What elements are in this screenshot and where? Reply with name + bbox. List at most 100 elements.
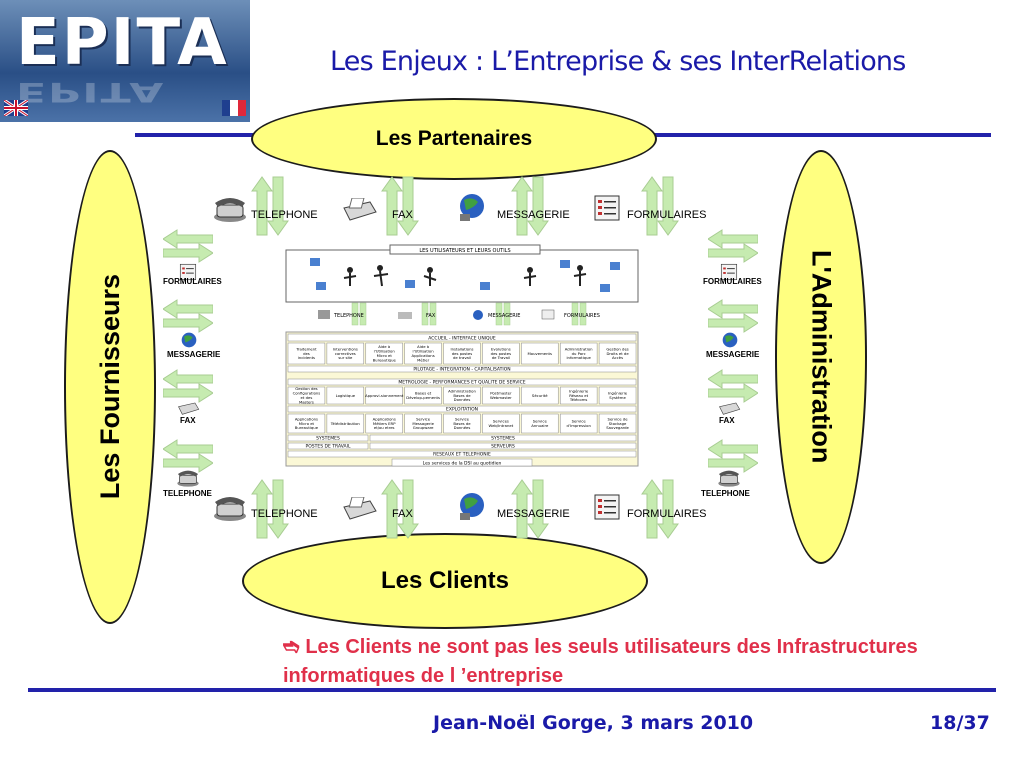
- logo-text: EPITA: [16, 6, 229, 80]
- postes-band: POSTES DE TRAVAIL: [306, 444, 351, 450]
- metrologie-cell: [598, 386, 637, 405]
- accueil-cell: [404, 342, 442, 365]
- exploitation-cell: [326, 413, 365, 434]
- metrologie-cell: [559, 386, 598, 405]
- france-flag-icon[interactable]: [222, 100, 246, 116]
- left-label-fax: FAX: [180, 416, 196, 425]
- inner-channel-forms: FORMULAIRES: [564, 313, 600, 319]
- fax-icon: [343, 198, 377, 221]
- dsi-caption: Les services de la DSI au quotidien: [423, 461, 502, 467]
- top-channel-fax: FAX: [392, 209, 413, 221]
- clients-label: Les Clients: [380, 567, 510, 594]
- exploitation-cell: [287, 413, 326, 434]
- accueil-cell: [287, 342, 326, 365]
- inner-channel-fax: FAX: [426, 313, 436, 319]
- metrologie-cell: [482, 386, 520, 405]
- metrologie-cell: [443, 386, 481, 405]
- bottom-divider: [28, 688, 996, 692]
- users-header: LES UTILISATEURS ET LEURS OUTILS: [419, 248, 510, 254]
- accueil-cell: [559, 342, 598, 365]
- footer-author: Jean-Noël Gorge, 3 mars 2010: [433, 712, 754, 734]
- metrologie-cell-label: Approvi-sionnement: [365, 393, 404, 398]
- top-channel-telephone: TELEPHONE: [251, 209, 318, 221]
- logo-reflection: EPITA: [16, 76, 166, 107]
- metrologie-cell-label: Logistique: [336, 393, 356, 398]
- metrologie-cell: [521, 386, 559, 405]
- right-label-telephone: TELEPHONE: [701, 489, 750, 498]
- uk-flag-icon[interactable]: [4, 100, 28, 116]
- messaging-icon: [460, 493, 484, 520]
- fax-icon: [178, 402, 200, 415]
- fax-icon: [719, 402, 741, 415]
- accueil-cell-label: Mouvements: [528, 351, 553, 356]
- metrologie-cell-label: Sécurité: [532, 393, 548, 398]
- exploitation-band: EXPLOITATION: [446, 407, 478, 413]
- exploitation-cell: [598, 413, 637, 434]
- forms-icon: [594, 494, 620, 520]
- exploitation-cell: [559, 413, 598, 434]
- accueil-cell: [326, 342, 365, 365]
- forms-icon: [720, 263, 738, 281]
- partners-label: Les Partenaires: [375, 127, 533, 150]
- left-label-telephone: TELEPHONE: [163, 489, 212, 498]
- systemes-band-right: SYSTEMES: [491, 436, 515, 442]
- administration-ellipse: L'Administration: [775, 150, 867, 564]
- epita-logo: EPITA EPITA: [0, 0, 250, 122]
- note-body: Les Clients ne sont pas les seuls utilis…: [283, 636, 918, 687]
- exploitation-cell-label: Télédistribution: [330, 421, 361, 426]
- left-label-forms: FORMULAIRES: [163, 277, 222, 286]
- metrologie-cell: [404, 386, 442, 405]
- suppliers-label: Les Fournisseurs: [94, 274, 125, 500]
- forms-icon: [594, 195, 620, 221]
- suppliers-ellipse: Les Fournisseurs: [64, 150, 156, 624]
- dsi-services-diagram: LES UTILISATEURS ET LEURS OUTILS TELEPHO…: [285, 244, 639, 467]
- fax-icon: [343, 497, 377, 520]
- accueil-cell: [521, 342, 559, 365]
- pilotage-band: PILOTAGE - INTEGRATION - CAPITALISATION: [413, 367, 510, 373]
- serveurs-band: SERVEURS: [491, 444, 515, 450]
- telephone-icon: [214, 198, 246, 222]
- top-channel-forms: FORMULAIRES: [627, 209, 707, 221]
- inner-channel-messaging: MESSAGERIE: [488, 313, 520, 319]
- users-figures: [310, 258, 620, 292]
- systemes-band: SYSTEMES: [316, 436, 340, 442]
- accueil-band: ACCUEIL - INTERFACE UNIQUE: [428, 336, 496, 342]
- messaging-icon: [181, 332, 197, 348]
- reseaux-band: RESEAUX ET TELEPHONIE: [433, 452, 491, 458]
- exploitation-cell: [443, 413, 481, 434]
- exploitation-cell: [365, 413, 403, 434]
- note-text: ➬ Les Clients ne sont pas les seuls util…: [283, 633, 943, 691]
- exploitation-cell: [521, 413, 559, 434]
- metrologie-band: METROLOGIE - PERFORMANCES ET QUALITE DE …: [398, 380, 525, 386]
- partners-ellipse: Les Partenaires: [251, 98, 657, 180]
- metrologie-cell: [326, 386, 365, 405]
- inner-arrows: [351, 302, 587, 326]
- left-label-messaging: MESSAGERIE: [167, 350, 221, 359]
- accueil-cell: [443, 342, 481, 365]
- inner-channel-telephone: TELEPHONE: [333, 313, 364, 319]
- note-arrow-icon: ➬: [283, 636, 300, 658]
- right-label-forms: FORMULAIRES: [703, 277, 762, 286]
